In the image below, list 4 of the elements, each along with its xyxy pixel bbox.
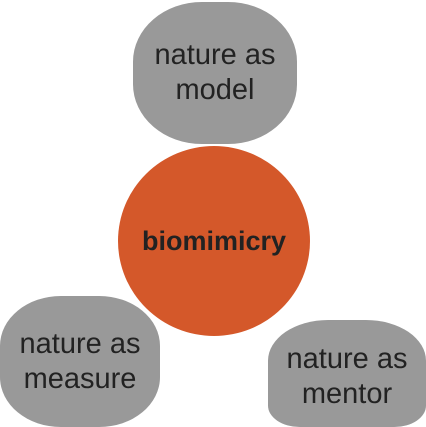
node-label: biomimicry xyxy=(142,224,286,258)
node-label: nature as model xyxy=(154,38,276,108)
node-label: nature as mentor xyxy=(286,342,408,412)
node-label: nature as measure xyxy=(18,326,142,396)
